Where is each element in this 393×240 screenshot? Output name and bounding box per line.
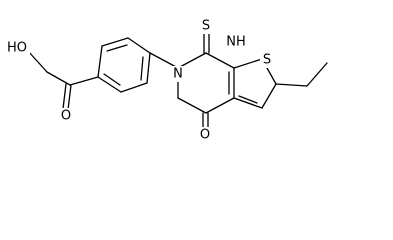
n3-label: N	[173, 67, 183, 82]
ring-s-label: S	[263, 53, 271, 68]
carboxylic-acid-group	[27, 50, 99, 111]
aryl-n-bond	[149, 52, 179, 69]
carboxyl-oh-label: HO	[7, 41, 27, 56]
chemical-structure-diagram: HO O S NH N S O	[4, 18, 328, 143]
ethyl-group	[275, 62, 328, 87]
nh-label: NH	[226, 35, 246, 50]
benzene-ring	[97, 37, 151, 93]
atom-labels: HO O S NH N S O	[4, 18, 274, 143]
pyrimidinone-ring	[177, 52, 235, 114]
thione-s-label: S	[202, 19, 210, 34]
ring-carbonyl-o-label: O	[200, 128, 210, 143]
carboxyl-carbonyl-o-label: O	[61, 109, 71, 124]
